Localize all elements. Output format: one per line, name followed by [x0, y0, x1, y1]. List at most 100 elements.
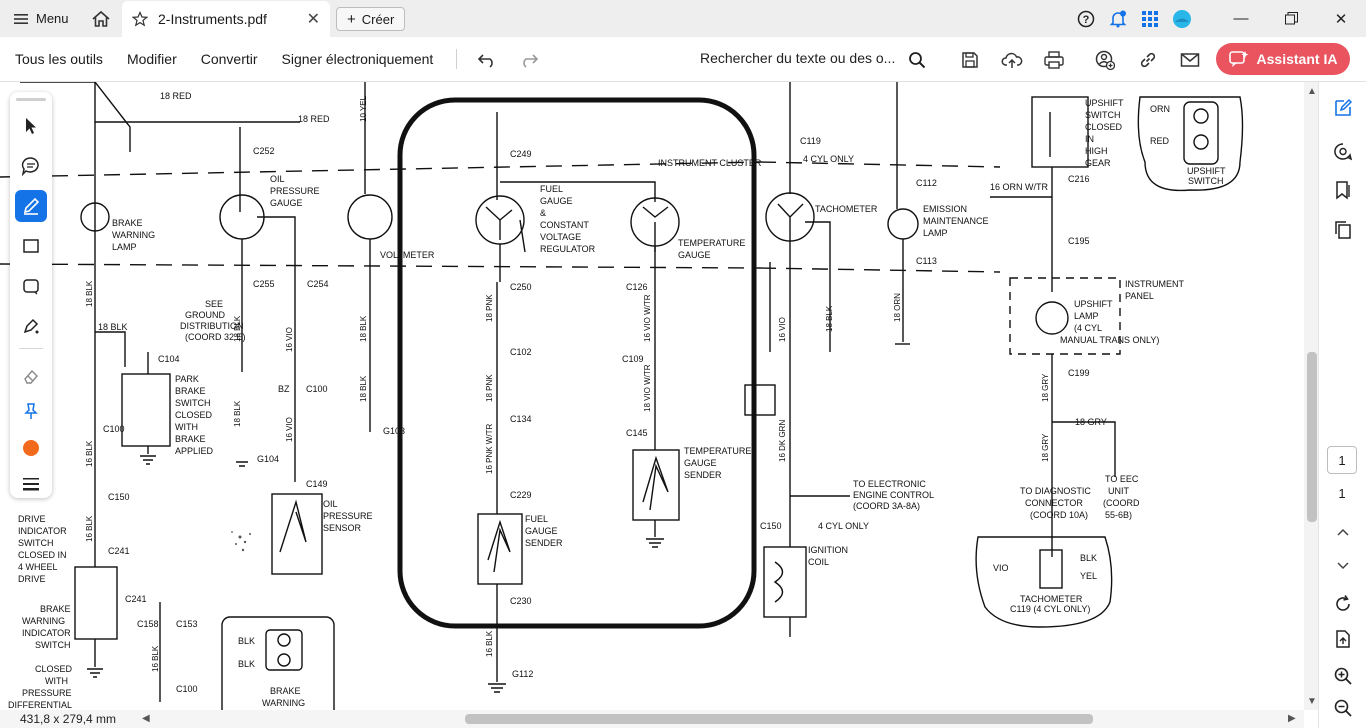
upload-cloud-button[interactable] [1001, 49, 1023, 71]
minimize-window-button[interactable]: — [1216, 10, 1266, 27]
menu-button[interactable]: Menu [0, 0, 79, 37]
svg-text:UPSHIFT: UPSHIFT [1074, 299, 1113, 309]
svg-text:16 VIO W/TR: 16 VIO W/TR [643, 294, 652, 342]
svg-text:UPSHIFT: UPSHIFT [1187, 166, 1226, 176]
all-tools-menu[interactable]: Tous les outils [15, 51, 103, 67]
scroll-up-arrow-icon[interactable]: ▲ [1307, 86, 1317, 97]
line-weight-tool[interactable] [15, 468, 47, 500]
save-button[interactable] [959, 49, 981, 71]
svg-text:BRAKE: BRAKE [175, 386, 206, 396]
svg-text:C255: C255 [253, 279, 275, 289]
svg-text:18 VIO W/TR: 18 VIO W/TR [643, 364, 652, 412]
svg-text:PANEL: PANEL [1125, 291, 1154, 301]
highlight-pen-tool[interactable] [15, 190, 47, 222]
sign-menu[interactable]: Signer électroniquement [281, 51, 434, 67]
undo-button[interactable] [476, 49, 498, 71]
create-button[interactable]: + Créer [336, 7, 406, 31]
scroll-left-arrow-icon[interactable]: ◀ [142, 713, 150, 724]
draw-tool[interactable] [15, 310, 47, 342]
comments-panel-button[interactable] [1331, 140, 1355, 164]
svg-text:PRESSURE: PRESSURE [270, 186, 320, 196]
shape-tool[interactable] [15, 270, 47, 302]
ai-assistant-button[interactable]: Assistant IA [1216, 43, 1350, 75]
search-button[interactable] [906, 49, 928, 71]
svg-text:C254: C254 [307, 279, 329, 289]
page-dimensions: 431,8 x 279,4 mm [20, 712, 117, 726]
edit-menu[interactable]: Modifier [126, 51, 177, 67]
convert-menu[interactable]: Convertir [200, 51, 258, 67]
comment-tool[interactable] [15, 150, 47, 182]
svg-text:EMISSION: EMISSION [923, 204, 967, 214]
star-icon[interactable] [132, 11, 148, 27]
svg-text:18 BLK: 18 BLK [359, 375, 368, 402]
pages-panel-button[interactable] [1331, 218, 1355, 242]
next-page-button[interactable] [1331, 554, 1355, 578]
document-tab[interactable]: 2-Instruments.pdf ✕ [122, 1, 330, 37]
close-tab-icon[interactable]: ✕ [306, 11, 320, 28]
color-picker-tool[interactable] [15, 432, 47, 464]
bookmarks-panel-button[interactable] [1331, 178, 1355, 202]
svg-text:TO DIAGNOSTIC: TO DIAGNOSTIC [1020, 486, 1091, 496]
draw-pen-icon [23, 318, 39, 334]
refresh-icon [1336, 595, 1350, 611]
notifications-button[interactable] [1102, 10, 1134, 28]
horizontal-scroll-thumb[interactable] [465, 714, 1093, 724]
svg-text:C241: C241 [125, 594, 147, 604]
scroll-right-arrow-icon[interactable]: ▶ [1288, 713, 1296, 724]
scroll-down-arrow-icon[interactable]: ▼ [1307, 696, 1317, 707]
home-button[interactable] [82, 0, 120, 37]
select-tool[interactable] [15, 110, 47, 142]
comment-icon [21, 157, 39, 176]
svg-text:DRIVE: DRIVE [18, 574, 46, 584]
share-user-button[interactable] [1094, 49, 1116, 71]
chevron-up-icon [1337, 528, 1349, 536]
chevron-down-icon [1337, 562, 1349, 570]
right-panel-rail: 1 1 [1318, 82, 1366, 728]
tool-divider [19, 348, 43, 349]
rounded-rectangle-icon [23, 279, 39, 295]
previous-page-button[interactable] [1331, 520, 1355, 544]
link-button[interactable] [1137, 49, 1159, 71]
svg-text:SWITCH: SWITCH [18, 538, 54, 548]
apps-button[interactable] [1134, 10, 1166, 27]
svg-text:16 VIO: 16 VIO [285, 327, 294, 352]
svg-text:C241: C241 [108, 546, 130, 556]
svg-text:SENDER: SENDER [525, 538, 563, 548]
svg-text:SWITCH: SWITCH [1188, 176, 1224, 186]
restore-window-button[interactable] [1266, 12, 1316, 25]
refresh-button[interactable] [1331, 592, 1355, 616]
ai-assistant-icon [1228, 51, 1249, 67]
svg-text:CONSTANT: CONSTANT [540, 220, 589, 230]
vertical-scrollbar[interactable]: ▲ ▼ [1304, 82, 1318, 710]
svg-text:C252: C252 [253, 146, 275, 156]
toolbar-grip[interactable] [16, 98, 46, 101]
svg-text:BRAKE: BRAKE [175, 434, 206, 444]
toolbar-divider [456, 49, 458, 69]
svg-text:C153: C153 [176, 619, 198, 629]
close-window-button[interactable]: ✕ [1316, 10, 1366, 28]
current-page-input[interactable]: 1 [1327, 446, 1357, 474]
rectangle-tool[interactable] [15, 230, 47, 262]
edit-pdf-panel-button[interactable] [1331, 96, 1355, 120]
search-input[interactable]: Rechercher du texte ou des o... [700, 50, 896, 66]
help-button[interactable]: ? [1070, 10, 1102, 28]
bell-icon [1109, 10, 1127, 27]
pin-tool[interactable] [15, 395, 47, 427]
vertical-scroll-thumb[interactable] [1307, 352, 1317, 522]
print-button[interactable] [1043, 49, 1065, 71]
menu-label: Menu [36, 11, 69, 26]
svg-text:C104: C104 [158, 354, 180, 364]
redo-button[interactable] [518, 49, 540, 71]
zoom-in-button[interactable] [1331, 664, 1355, 688]
account-button[interactable] [1166, 9, 1198, 29]
svg-text:MANUAL TRANS ONLY): MANUAL TRANS ONLY) [1060, 335, 1159, 345]
bookmark-icon [1336, 181, 1350, 200]
page-settings-button[interactable] [1331, 627, 1355, 651]
zoom-out-button[interactable] [1331, 696, 1355, 720]
email-button[interactable] [1179, 49, 1201, 71]
svg-text:UNIT: UNIT [1108, 486, 1129, 496]
eraser-tool[interactable] [15, 360, 47, 392]
svg-text:C249: C249 [510, 149, 532, 159]
horizontal-scrollbar[interactable]: ◀ ▶ [140, 712, 1304, 726]
